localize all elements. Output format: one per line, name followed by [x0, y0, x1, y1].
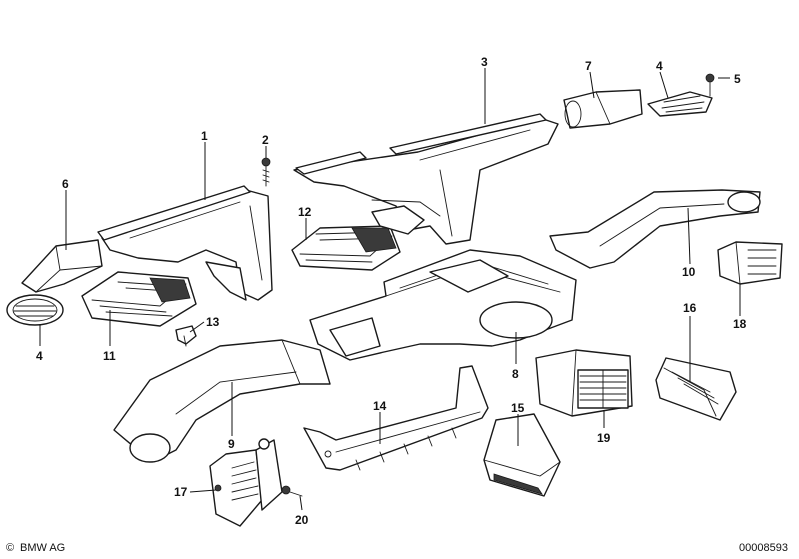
- callout-13: 13: [206, 315, 220, 329]
- callout-20: 20: [295, 513, 309, 527]
- leader-4b: [659, 71, 669, 99]
- leader-lines: [39, 68, 741, 511]
- leader-20: [299, 495, 303, 511]
- part-13-clip[interactable]: [175, 325, 197, 347]
- part-16-angled-vent[interactable]: [655, 357, 737, 421]
- leader-17: [189, 489, 217, 493]
- footer: © BMW AG 00008593: [6, 542, 788, 554]
- part-7-nozzle[interactable]: [563, 89, 643, 129]
- callout-8: 8: [512, 367, 519, 381]
- leader-13: [189, 321, 205, 333]
- callout-15: 15: [511, 401, 525, 415]
- leader-7: [589, 71, 595, 99]
- part-11-left-vent[interactable]: [81, 271, 197, 327]
- callout-11: 11: [103, 349, 116, 363]
- callout-10: 10: [682, 265, 696, 279]
- brand-label: BMW AG: [20, 542, 65, 554]
- callout-17: 17: [174, 485, 188, 499]
- callout-4-right: 4: [656, 59, 663, 73]
- callout-12: 12: [298, 205, 312, 219]
- part-14-bracket[interactable]: [303, 365, 489, 471]
- part-9-floor-duct[interactable]: [113, 339, 331, 463]
- part-5-screw[interactable]: [705, 73, 715, 97]
- part-18-rect-vent[interactable]: [717, 241, 783, 285]
- callout-1: 1: [201, 129, 208, 143]
- leader-10: [687, 207, 691, 265]
- callout-2: 2: [262, 133, 269, 147]
- part-17-grille-bracket[interactable]: [209, 438, 283, 527]
- part-20-screw[interactable]: [281, 485, 303, 497]
- callout-18: 18: [733, 317, 747, 331]
- callout-5: 5: [734, 72, 741, 86]
- part-4-round-grille-right[interactable]: [647, 91, 713, 117]
- callout-4-left: 4: [36, 349, 43, 363]
- part-12-center-vent[interactable]: [291, 225, 401, 271]
- part-1-left-defroster-duct[interactable]: [97, 185, 273, 301]
- callout-16: 16: [683, 301, 697, 315]
- part-15-box[interactable]: [483, 413, 561, 497]
- callout-9: 9: [228, 437, 235, 451]
- part-19-center-grille[interactable]: [535, 349, 633, 417]
- callout-19: 19: [597, 431, 611, 445]
- part-2-screw[interactable]: [261, 157, 271, 187]
- part-6-nozzle[interactable]: [21, 239, 103, 293]
- callout-6: 6: [62, 177, 69, 191]
- part-10-side-duct[interactable]: [549, 189, 761, 269]
- callout-labels: 1 2 3 4 5 6 7 4 8 9 10 11 12 13 14 15 16…: [36, 55, 747, 527]
- copyright-symbol: ©: [6, 542, 14, 554]
- part-8-central-housing[interactable]: [309, 249, 577, 361]
- callout-7: 7: [585, 59, 592, 73]
- part-4-round-grille-left[interactable]: [6, 294, 64, 326]
- part-3-main-defroster-duct[interactable]: [293, 113, 559, 245]
- diagram-id: 00008593: [739, 542, 788, 554]
- callout-3: 3: [481, 55, 488, 69]
- callout-14: 14: [373, 399, 387, 413]
